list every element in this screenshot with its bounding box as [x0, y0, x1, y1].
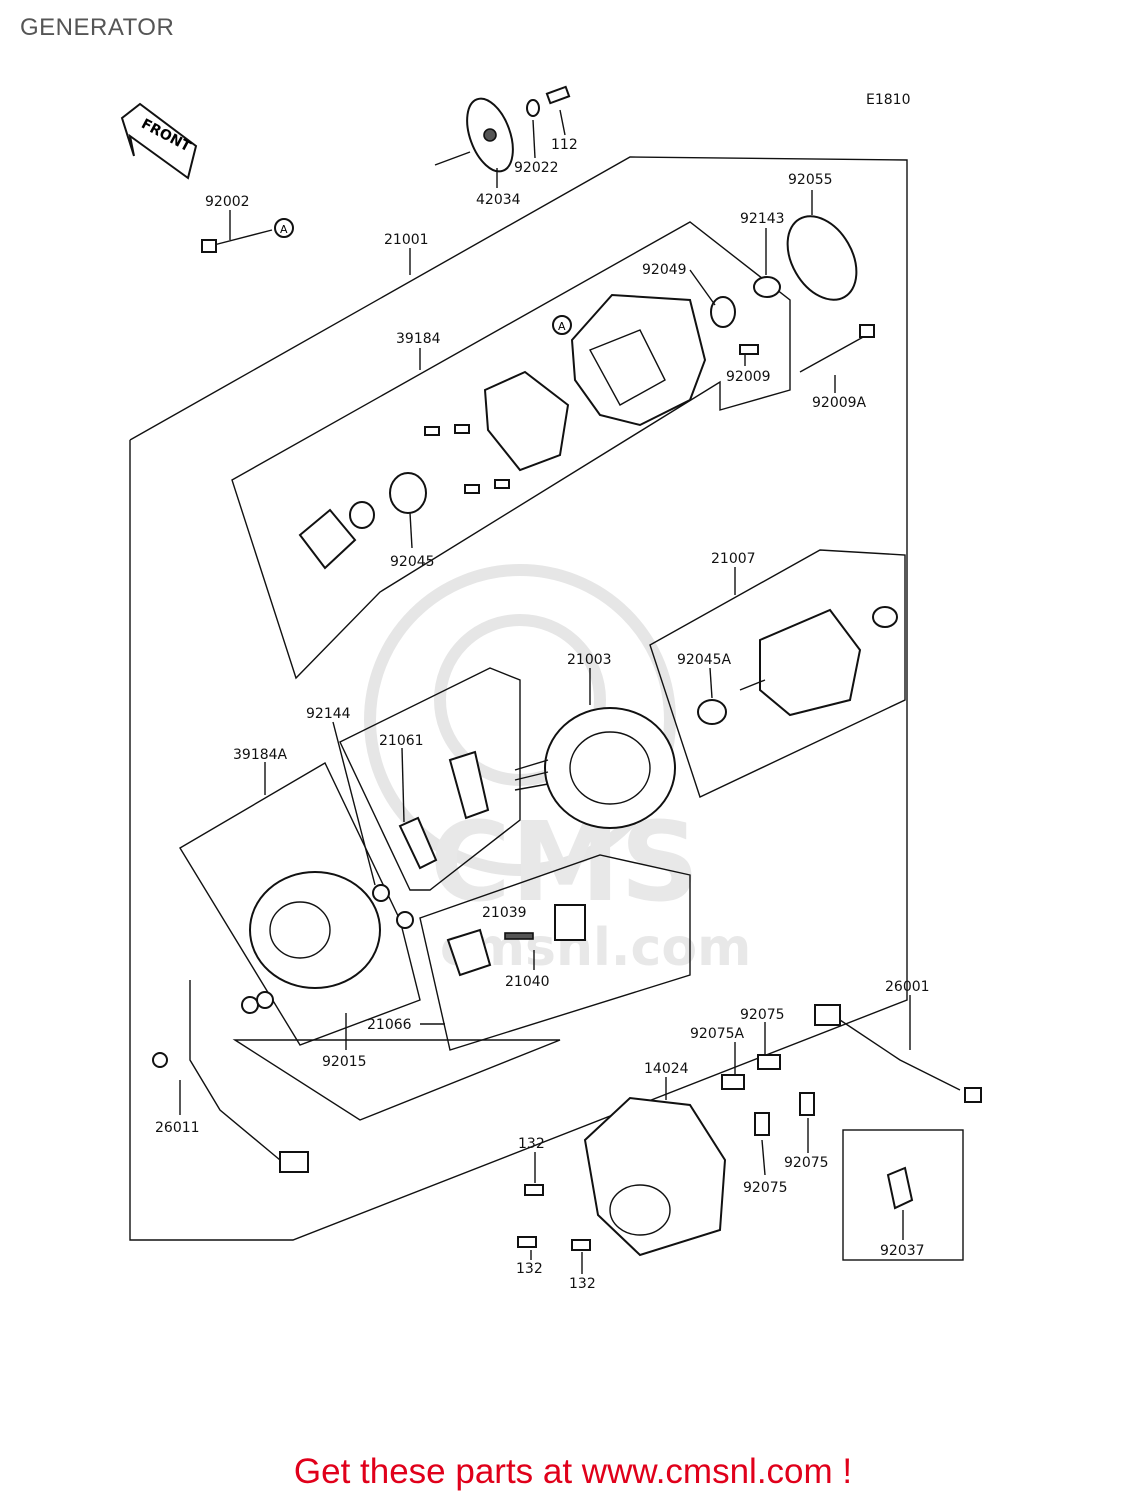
plate-39184 [483, 370, 570, 472]
part-label-26001: 26001 [885, 979, 930, 995]
rectifier-plate [448, 750, 490, 820]
footer-link[interactable]: Get these parts at www.cmsnl.com ! [293, 1452, 853, 1491]
part-label-21003: 21003 [567, 652, 612, 668]
group-box-21007 [649, 549, 906, 798]
part-label-21039: 21039 [482, 905, 527, 921]
bolt-132c [571, 1239, 591, 1251]
part-label-21061: 21061 [379, 733, 424, 749]
part-label-21040: 21040 [505, 974, 550, 990]
part-label-92049: 92049 [642, 262, 687, 278]
seal-92049 [710, 296, 736, 328]
ref-marker-a2 [552, 315, 572, 335]
washer-92022 [526, 99, 540, 117]
part-label-112: 112 [551, 137, 578, 153]
o-ring-92055 [786, 215, 858, 301]
pulley-part [434, 97, 514, 173]
group-box-92037 [842, 1129, 964, 1261]
bolt-132a [524, 1184, 544, 1196]
bearing-92045 [389, 472, 427, 514]
wiring-lead-26001 [814, 1004, 982, 1103]
brush-92075a [757, 1054, 781, 1070]
long-bolt-92009A [799, 324, 875, 373]
harness-26011 [152, 980, 309, 1173]
clip-92037 [886, 1166, 914, 1210]
leader-lines [179, 109, 911, 1274]
diagram-code: E1810 [866, 92, 910, 108]
assembly-outline [129, 156, 908, 1241]
part-label-14024: 14024 [644, 1061, 689, 1077]
group-box-39184A [179, 762, 421, 1046]
part-label-39184A: 39184A [233, 747, 288, 763]
part-label-132-right: 132 [569, 1276, 596, 1292]
rectifier-21061 [398, 816, 438, 870]
part-label-92075-right: 92075 [784, 1155, 829, 1171]
ref-marker-a2-label: A [558, 320, 566, 333]
group-box-39184 [231, 221, 791, 680]
group-box-21066 [419, 854, 691, 1051]
part-label-26011: 26011 [155, 1120, 200, 1136]
part-label-92075A: 92075A [690, 1026, 745, 1042]
front-arrow-icon: FRONT [120, 102, 198, 180]
part-label-92015: 92015 [322, 1054, 367, 1070]
part-label-92009A: 92009A [812, 395, 867, 411]
part-label-92009: 92009 [726, 369, 771, 385]
bolt-132b [517, 1236, 537, 1248]
part-label-92022: 92022 [514, 160, 559, 176]
washer-92144 [372, 884, 390, 902]
part-label-132-top: 132 [518, 1136, 545, 1152]
part-label-92143: 92143 [740, 211, 785, 227]
part-label-21007: 21007 [711, 551, 756, 567]
part-label-92045: 92045 [390, 554, 435, 570]
ref-marker-a1-label: A [280, 223, 288, 236]
brush-21040 [504, 932, 534, 940]
page-title: GENERATOR [20, 14, 175, 41]
group-box-21061 [339, 667, 521, 891]
rotor-21007 [739, 606, 898, 717]
spacer [349, 501, 375, 529]
part-label-21001: 21001 [384, 232, 429, 248]
part-label-92055: 92055 [788, 172, 833, 188]
part-label-92075-top: 92075 [740, 1007, 785, 1023]
screws-39184 [424, 424, 510, 494]
part-labels: 112 92022 42034 92055 92002 92143 21001 … [155, 137, 930, 1292]
brush-92075A [721, 1074, 745, 1090]
part-label-92045A: 92045A [677, 652, 732, 668]
cover-14024 [583, 1096, 727, 1257]
bolt-92002 [201, 229, 273, 253]
part-label-39184: 39184 [396, 331, 441, 347]
part-label-92002: 92002 [205, 194, 250, 210]
nut-92015b [256, 991, 274, 1009]
brush-92075b [754, 1112, 770, 1136]
group-box-lower [232, 1039, 561, 1121]
part-label-21066: 21066 [367, 1017, 412, 1033]
part-label-92075-bottom: 92075 [743, 1180, 788, 1196]
bearing-92045A [697, 699, 727, 725]
ref-marker-a1 [274, 218, 294, 238]
collar-92143 [753, 276, 781, 298]
stator-21003 [514, 707, 676, 829]
bolt-92009 [739, 344, 759, 355]
retainer-plate [298, 508, 357, 570]
front-housing [570, 293, 707, 427]
part-label-42034: 42034 [476, 192, 521, 208]
part-label-92144: 92144 [306, 706, 351, 722]
rear-housing-39184A [249, 871, 381, 989]
brush-holder [446, 928, 492, 977]
nut-92015 [241, 996, 259, 1014]
regulator-21039 [554, 904, 586, 941]
bolt-112 [545, 85, 571, 105]
part-label-132-left: 132 [516, 1261, 543, 1277]
washer-rear [396, 911, 414, 929]
watermark-url-text: cmsnl.com [440, 918, 751, 978]
part-label-92037: 92037 [880, 1243, 925, 1259]
brush-92075c [799, 1092, 815, 1116]
